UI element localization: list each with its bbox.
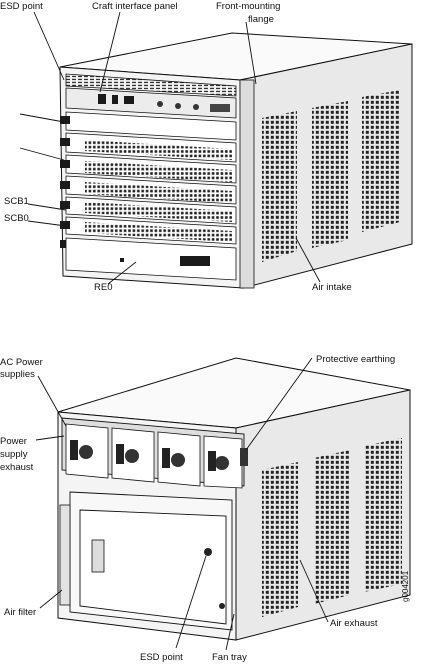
label-ac-power-supplies-line2: supplies (0, 369, 35, 380)
card-ejector-handles (60, 116, 70, 248)
top-grill (65, 73, 237, 97)
earthing-terminal (240, 448, 248, 466)
label-air-intake: Air intake (312, 282, 352, 293)
fan-tray (79, 509, 227, 625)
front-mounting-flange (239, 79, 255, 289)
air-exhaust-vents-2 (314, 450, 350, 604)
label-fan-tray: Fan tray (212, 652, 247, 663)
re0-led (120, 258, 124, 262)
label-power-supply-exhaust-line3: exhaust (0, 462, 34, 473)
figure-id: g004201 (401, 570, 410, 602)
label-air-filter: Air filter (4, 607, 36, 618)
craft-led-block-3 (124, 96, 134, 104)
air-intake-vents-2 (312, 101, 348, 248)
re0-ports (180, 256, 210, 266)
label-craft-interface-panel: Craft interface panel (92, 1, 178, 12)
re0-module (65, 237, 237, 281)
air-filter (59, 504, 71, 606)
craft-connector (210, 104, 230, 112)
front-chassis (59, 32, 413, 289)
power-supply-units (65, 423, 243, 489)
label-front-mounting-flange-line2: flange (248, 14, 274, 25)
craft-knob-2 (175, 103, 181, 109)
label-re0: RE0 (94, 282, 112, 293)
label-power-supply-exhaust-line1: Power (0, 436, 27, 447)
rear-chassis (57, 357, 411, 641)
label-protective-earthing: Protective earthing (316, 354, 395, 365)
craft-knob-3 (193, 104, 199, 110)
label-ac-power-supplies-line1: AC Power (0, 357, 43, 368)
label-esd-point-front: ESD point (0, 1, 43, 12)
craft-led-block-1 (98, 94, 106, 104)
air-intake-vents-3 (362, 90, 400, 232)
craft-interface (65, 87, 237, 119)
label-scb0: SCB0 (4, 213, 29, 224)
fan-tray-screw (219, 603, 225, 609)
label-power-supply-exhaust-line2: supply (0, 449, 28, 460)
front-leaders (19, 11, 321, 285)
label-front-mounting-flange-line1: Front-mounting (216, 1, 280, 12)
craft-knob-1 (157, 101, 163, 107)
label-esd-point-rear: ESD point (140, 652, 183, 663)
label-scb1: SCB1 (4, 196, 29, 207)
air-exhaust-vents-3 (364, 438, 402, 592)
rear-leaders (35, 357, 329, 651)
craft-led-block-2 (112, 95, 118, 104)
esd-point-rear (204, 548, 212, 556)
fan-tray-handle (91, 539, 105, 573)
label-air-exhaust: Air exhaust (330, 618, 378, 629)
air-exhaust-vents-1 (262, 462, 298, 617)
air-intake-vents-1 (262, 111, 297, 262)
line-card-slots (65, 111, 237, 245)
